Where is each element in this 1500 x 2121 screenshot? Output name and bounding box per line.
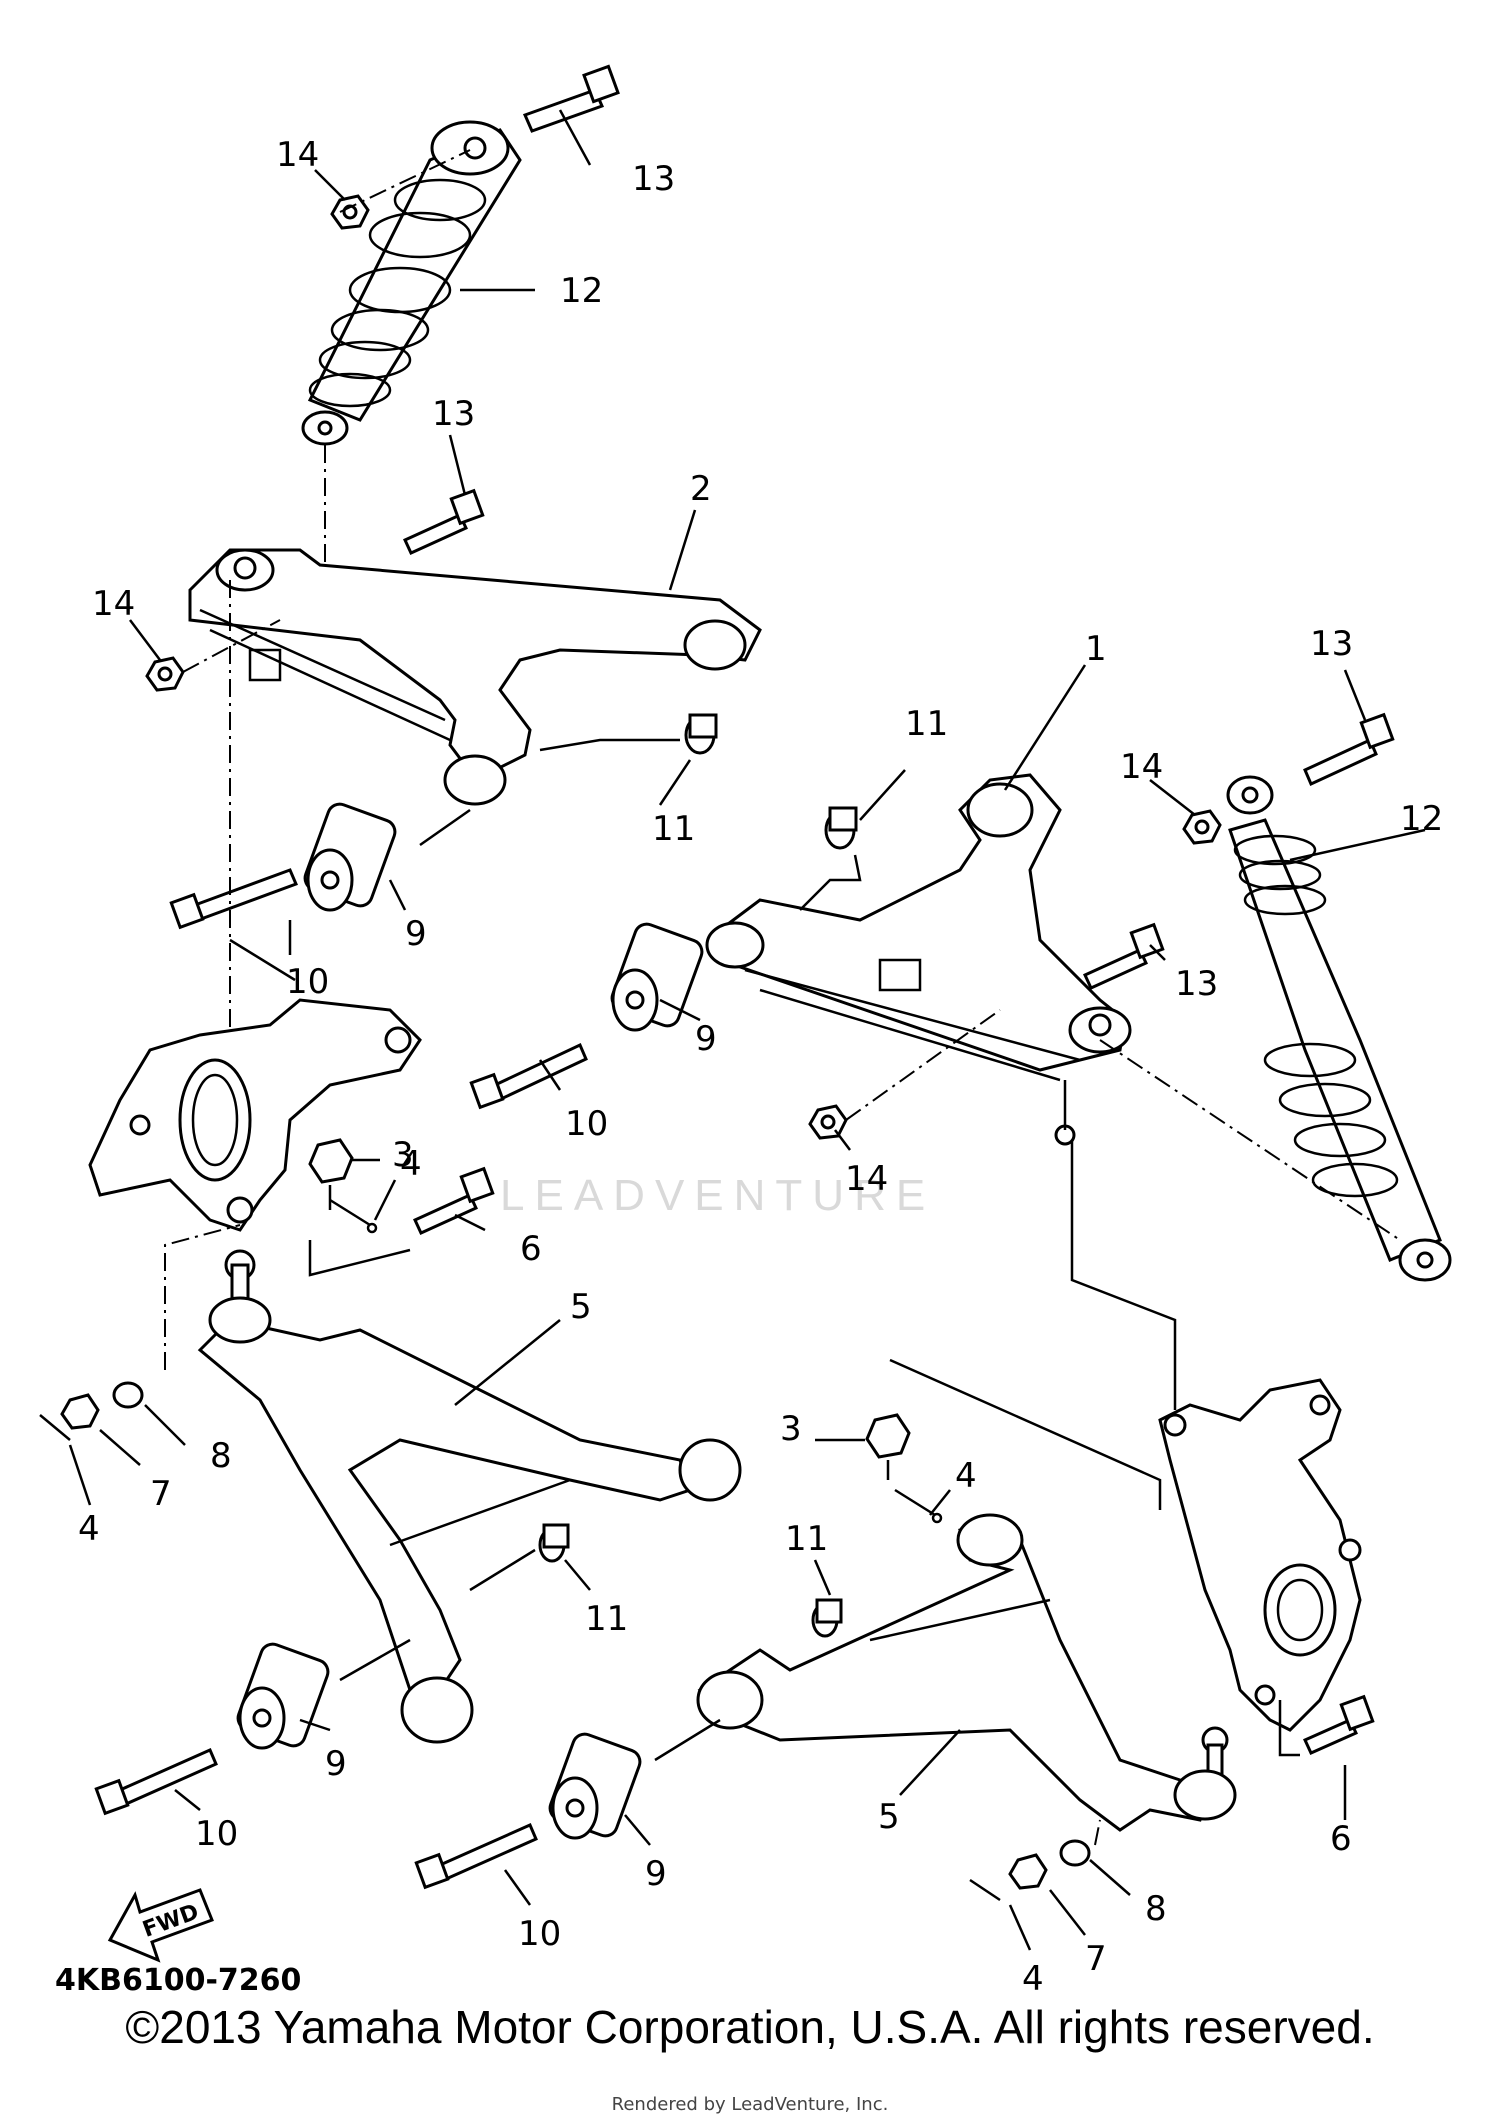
callout-14: 14 <box>845 1159 888 1199</box>
callout-11: 11 <box>905 704 948 744</box>
left-cotter-pin-4-upper <box>329 1198 378 1234</box>
callout-5: 5 <box>570 1287 592 1327</box>
callout-9: 9 <box>325 1744 347 1784</box>
fwd-arrow-icon: FWD <box>107 1888 214 1963</box>
right-castle-nut-3 <box>865 1413 911 1459</box>
right-shock-upper-bolt <box>1303 712 1395 787</box>
left-shock-upper-bolt <box>522 64 620 133</box>
callout-13: 13 <box>1175 964 1218 1004</box>
right-lower-arm <box>696 1513 1237 1832</box>
bushing-9-lower-right <box>548 1732 642 1840</box>
bolt-10-upper-left <box>169 868 299 930</box>
callout-9: 9 <box>405 914 427 954</box>
callout-4: 4 <box>955 1456 977 1496</box>
right-upper-arm <box>705 773 1132 1146</box>
bushing-9-lower-left <box>236 1642 330 1750</box>
callout-4: 4 <box>1022 1959 1044 1999</box>
callout-5: 5 <box>878 1797 900 1837</box>
right-shock-upper-nut <box>1182 809 1222 845</box>
callout-14: 14 <box>276 135 319 175</box>
bushing-9-upper-right <box>610 922 704 1032</box>
copyright-notice: ©2013 Yamaha Motor Corporation, U.S.A. A… <box>125 2001 1375 2053</box>
collar-11-upper-right <box>824 806 858 850</box>
callout-11: 11 <box>785 1519 828 1559</box>
callout-6: 6 <box>1330 1819 1352 1859</box>
right-bolt-6 <box>1303 1694 1375 1755</box>
bolt-10-lower-left <box>94 1748 218 1816</box>
diagram-code: 4KB6100-7260 <box>55 1963 301 1998</box>
left-upper-arm-nut-14 <box>145 656 185 692</box>
left-shock-absorber <box>301 120 522 446</box>
leader-lines <box>68 109 1426 1951</box>
left-lower-arm <box>197 1249 742 1744</box>
callout-9: 9 <box>695 1019 717 1059</box>
callout-13: 13 <box>632 159 675 199</box>
right-nut-7 <box>1008 1853 1048 1890</box>
left-upper-arm <box>188 548 762 806</box>
callout-13: 13 <box>432 394 475 434</box>
callout-numbers: 13 14 12 13 2 14 11 9 10 1 11 14 13 12 1… <box>78 135 1443 1999</box>
callout-7: 7 <box>150 1474 172 1514</box>
callout-3: 3 <box>392 1135 414 1175</box>
parts-diagram: LEADVENTURE <box>39 64 1452 1999</box>
callout-4: 4 <box>400 1144 422 1184</box>
callout-9: 9 <box>645 1854 667 1894</box>
callout-11: 11 <box>652 809 695 849</box>
bolt-10-upper-right <box>469 1042 588 1110</box>
left-steering-knuckle <box>88 998 422 1232</box>
callout-3: 3 <box>780 1409 802 1449</box>
bushing-9-upper-left <box>303 802 471 912</box>
left-castle-nut-3 <box>308 1138 354 1184</box>
callout-10: 10 <box>518 1914 561 1954</box>
callout-2: 2 <box>690 469 712 509</box>
callout-10: 10 <box>565 1104 608 1144</box>
callout-8: 8 <box>1145 1889 1167 1929</box>
right-upper-arm-bolt-13 <box>1083 922 1165 990</box>
callout-10: 10 <box>195 1814 238 1854</box>
right-cotter-pin-4-lower <box>969 1878 1001 1902</box>
callout-14: 14 <box>1120 747 1163 787</box>
collar-11-lower-left <box>538 1523 570 1563</box>
left-nut-7 <box>60 1393 100 1430</box>
callout-8: 8 <box>210 1436 232 1476</box>
callout-11: 11 <box>585 1599 628 1639</box>
callout-4: 4 <box>78 1509 100 1549</box>
right-shock-absorber <box>1226 775 1452 1282</box>
rendered-by-note: Rendered by LeadVenture, Inc. <box>611 2094 889 2115</box>
right-steering-knuckle <box>1158 1378 1362 1732</box>
left-bolt-6 <box>413 1166 495 1235</box>
left-upper-arm-bolt-13 <box>403 488 485 555</box>
callout-7: 7 <box>1085 1939 1107 1979</box>
right-washer-8 <box>1059 1839 1091 1867</box>
collar-11-lower-right <box>811 1598 843 1638</box>
callout-1: 1 <box>1085 629 1107 669</box>
callout-13: 13 <box>1310 624 1353 664</box>
left-cotter-pin-4-lower <box>39 1414 71 1441</box>
callout-14: 14 <box>92 584 135 624</box>
callout-12: 12 <box>1400 799 1443 839</box>
callout-12: 12 <box>560 271 603 311</box>
callout-6: 6 <box>520 1229 542 1269</box>
right-cotter-pin-4-upper <box>894 1488 943 1524</box>
watermark-text: LEADVENTURE <box>500 1171 935 1220</box>
left-washer-8 <box>112 1381 144 1409</box>
callout-10: 10 <box>286 962 329 1002</box>
right-upper-arm-nut-14 <box>808 1104 848 1140</box>
left-upper-arm-collar-11 <box>684 713 718 755</box>
bolt-10-lower-right <box>414 1823 538 1890</box>
